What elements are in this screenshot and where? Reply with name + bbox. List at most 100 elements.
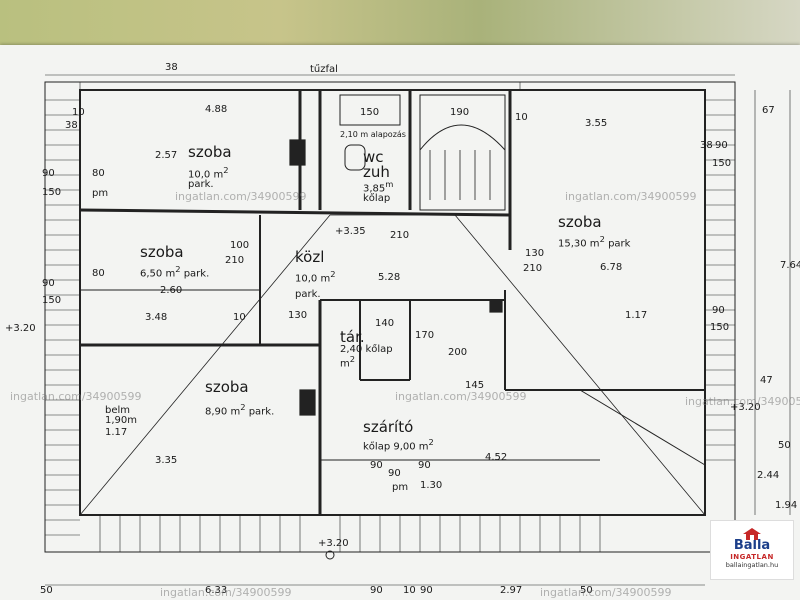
dimension: 6.78 xyxy=(600,262,623,273)
dimension: 90 xyxy=(388,468,401,479)
room-area: 3,85 xyxy=(363,183,386,195)
dimension: 4.88 xyxy=(205,104,228,115)
staircase xyxy=(419,94,506,211)
wc-height-note: 2,10 m alapozás xyxy=(340,130,406,139)
outer-eaves xyxy=(44,81,736,553)
area-exponent: 2 xyxy=(223,165,229,175)
dimension: 38 xyxy=(65,120,78,131)
dimension: 10 xyxy=(403,585,416,596)
bathtub xyxy=(339,94,401,126)
dimension: 200 xyxy=(448,347,468,358)
dimension: 150 xyxy=(712,158,732,169)
floor-type: park xyxy=(608,238,631,250)
dimension: 2.60 xyxy=(160,285,183,296)
dimension: 3.35 xyxy=(155,455,178,466)
pm-label: pm xyxy=(392,482,409,493)
dimension: 145 xyxy=(465,380,485,391)
dimension: 90 xyxy=(370,460,383,471)
house-icon xyxy=(742,525,762,540)
dimension: 150 xyxy=(710,322,730,333)
firewall-label: tűzfal xyxy=(310,64,338,75)
room-name: szoba xyxy=(188,143,232,161)
dimension: 50 xyxy=(778,440,791,451)
roof-hatching xyxy=(45,82,735,552)
room-area: 8,90 m xyxy=(205,406,241,418)
dimension: +3.35 xyxy=(335,226,366,237)
dimension: 90 xyxy=(420,585,433,596)
room-name: tár. xyxy=(340,328,365,346)
dimension: 90 xyxy=(370,585,383,596)
area-exponent: 2 xyxy=(599,234,605,244)
watermark: ingatlan.com/34900599 xyxy=(395,390,527,403)
dimension: 1.30 xyxy=(420,480,443,491)
room-kozl: közl 10,0 m2 park. xyxy=(295,250,336,300)
dimension: 210 xyxy=(390,230,410,241)
wall xyxy=(79,208,511,217)
dimension: 1.94 xyxy=(775,500,798,511)
area-exponent: 2 xyxy=(349,354,356,364)
toilet xyxy=(344,144,366,171)
room-wc: wc zuh 3,85m kőlap xyxy=(363,150,393,204)
dimension: +3.20 xyxy=(730,402,761,413)
watermark: ingatlan.com/34900599 xyxy=(565,190,697,203)
dimension: 10 xyxy=(72,107,85,118)
dimension: 47 xyxy=(760,375,773,386)
dimension: 130 xyxy=(525,248,545,259)
floor-type: park. xyxy=(188,179,214,191)
dimension: 90 xyxy=(418,460,431,471)
pm-label: pm xyxy=(92,188,109,199)
area-exponent: 2 xyxy=(240,402,246,412)
dimension: 100 xyxy=(230,240,250,251)
dimension: 2.57 xyxy=(155,150,178,161)
belm-label: belm xyxy=(105,405,131,416)
dimension: 150 xyxy=(42,187,62,198)
dimension: 140 xyxy=(375,318,395,329)
dimension: 90 xyxy=(42,278,55,289)
dimension: 50 xyxy=(40,585,53,596)
logo-name: Balla xyxy=(733,538,771,553)
floor-type: kőlap xyxy=(365,344,393,355)
floor-type: kőlap xyxy=(363,441,391,453)
dimension: 7.64 xyxy=(780,260,800,271)
logo-url: ballaingatlan.hu xyxy=(725,561,779,569)
watermark: ingatlan.com/34900599 xyxy=(160,586,292,599)
dimension: 2.97 xyxy=(500,585,523,596)
dimension: 10 xyxy=(233,312,246,323)
room-area: 6,50 m xyxy=(140,268,176,280)
belm-value: 1,90m xyxy=(105,415,138,426)
dimension: 90 xyxy=(715,140,728,151)
room-name: közl xyxy=(295,248,325,266)
dimension: 4.52 xyxy=(485,452,508,463)
floor-type: park. xyxy=(248,406,275,418)
room-name: szárító xyxy=(363,418,414,436)
area-exponent: m xyxy=(385,179,394,189)
outer-wall xyxy=(79,89,706,516)
area-unit: m xyxy=(340,358,350,370)
room-name: szoba xyxy=(558,213,602,231)
watermark: ingatlan.com/34900599 xyxy=(540,586,672,599)
room-szarito: szárító kőlap 9,00 m2 xyxy=(363,420,434,452)
dimension: 210 xyxy=(523,263,543,274)
dimension: 3.48 xyxy=(145,312,168,323)
dimension: 80 xyxy=(92,168,105,179)
chimney xyxy=(299,389,316,416)
dimension: 80 xyxy=(92,268,105,279)
dimension: +3.20 xyxy=(5,323,36,334)
dimension: +3.20 xyxy=(318,538,349,549)
room-name: szoba xyxy=(140,243,184,261)
area-exponent: 2 xyxy=(175,264,181,274)
room-szoba-2: szoba 15,30 m2 park xyxy=(558,215,630,249)
floor-type: park. xyxy=(183,268,210,280)
room-szoba-1: szoba 10,0 m2 park. xyxy=(188,145,232,190)
dimension: 130 xyxy=(288,310,308,321)
logo-subtitle: INGATLAN xyxy=(730,553,774,561)
room-name-2: zuh xyxy=(363,163,390,181)
room-szoba-3: szoba 6,50 m2 park. xyxy=(140,245,209,279)
watermark: ingatlan.com/34900599 xyxy=(685,395,800,408)
dimension: 2.44 xyxy=(757,470,780,481)
dimension: 90 xyxy=(42,168,55,179)
dimension: 50 xyxy=(580,585,593,596)
dimension: 150 xyxy=(360,107,380,118)
watermark: ingatlan.com/34900599 xyxy=(10,390,142,403)
